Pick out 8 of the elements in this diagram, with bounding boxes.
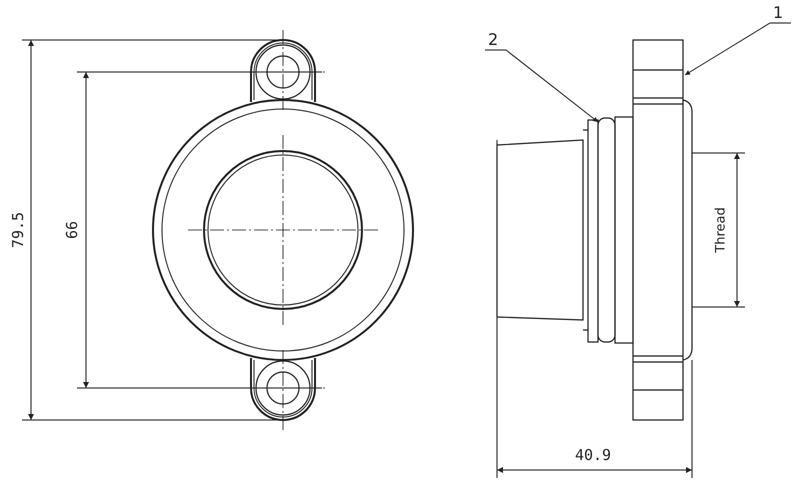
dimension-value: 40.9 [574, 447, 612, 463]
callout-number: 2 [488, 31, 498, 48]
leader-line [684, 22, 792, 76]
leader-line [484, 50, 598, 122]
callout-number: 1 [773, 4, 784, 21]
dimension-value: 79.5 [10, 212, 26, 248]
dimension-value: Thread [714, 207, 730, 253]
dimension-value: 66 [64, 220, 80, 240]
